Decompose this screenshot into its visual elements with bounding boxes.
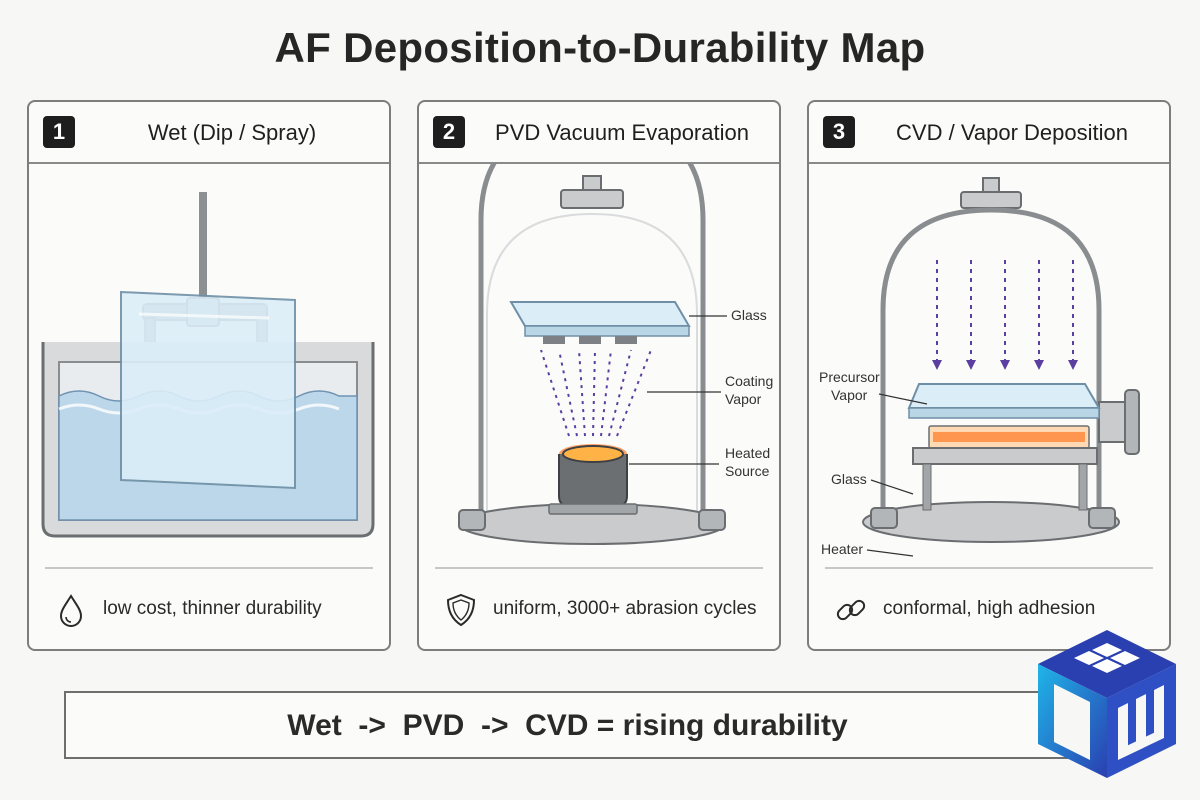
label-heater: Heater [821, 541, 863, 557]
panel-pvd: 2 PVD Vacuum Evaporation [417, 100, 781, 651]
pvd-chamber-illustration: Glass Coating Vapor Heated Source [458, 164, 773, 545]
label-glass: Glass [831, 471, 867, 487]
coating-vapor-lines [540, 349, 652, 437]
glass-substrate [509, 301, 691, 327]
label-coating: Coating [725, 373, 773, 389]
page-title: AF Deposition-to-Durability Map [274, 24, 926, 71]
dip-coating-illustration [41, 192, 375, 538]
divider [435, 567, 763, 569]
panel-footer-text: conformal, high adhesion [883, 598, 1096, 619]
cvd-chamber-illustration: Precursor Vapor Glass Heater [819, 177, 1140, 557]
hanger-rod [199, 192, 207, 312]
divider [825, 567, 1153, 569]
step-number-badge: 2 [433, 116, 465, 148]
panel-footer-text: low cost, thinner durability [103, 598, 322, 619]
summary-bar: Wet -> PVD -> CVD = rising durability [64, 691, 1071, 759]
chamber-cap [960, 191, 1022, 209]
chamber-cap [560, 189, 624, 209]
divider [45, 567, 373, 569]
cube-logo-icon [1038, 630, 1176, 778]
label-precursor: Precursor [819, 369, 880, 385]
summary-text: Wet -> PVD -> CVD = rising durability [287, 709, 848, 742]
chain-link-icon [836, 599, 866, 621]
heater-platform [912, 447, 1098, 465]
water-drop-icon [59, 594, 83, 627]
step-number-badge: 1 [43, 116, 75, 148]
step-number-badge: 3 [823, 116, 855, 148]
arrow-heads [932, 360, 1078, 370]
panel-wet: 1 Wet (Dip / Spray) low cost, thinner du… [27, 100, 391, 651]
panel-footer-text: uniform, 3000+ abrasion cycles [493, 598, 757, 619]
label-heated: Heated [725, 445, 770, 461]
panel-title: CVD / Vapor Deposition [896, 120, 1128, 145]
bell-jar-frame [880, 207, 1102, 520]
glass-substrate [907, 383, 1101, 409]
precursor-vapor-arrows [936, 260, 1074, 360]
panel-header: 1 Wet (Dip / Spray) [29, 102, 389, 164]
shield-icon [446, 593, 476, 627]
label-precursor-vapor: Vapor [831, 387, 868, 403]
panel-header: 3 CVD / Vapor Deposition [809, 102, 1169, 164]
bell-jar-frame [478, 164, 706, 520]
label-glass: Glass [731, 307, 767, 323]
panel-title: PVD Vacuum Evaporation [495, 120, 749, 145]
glass-sheet [120, 290, 296, 490]
label-source: Source [725, 463, 770, 479]
label-vapor: Vapor [725, 391, 762, 407]
chamber-base [862, 501, 1120, 543]
panel-title: Wet (Dip / Spray) [147, 120, 317, 145]
panel-cvd: 3 CVD / Vapor Deposition [807, 100, 1171, 651]
panel-header: 2 PVD Vacuum Evaporation [419, 102, 779, 164]
side-port [1098, 401, 1126, 443]
